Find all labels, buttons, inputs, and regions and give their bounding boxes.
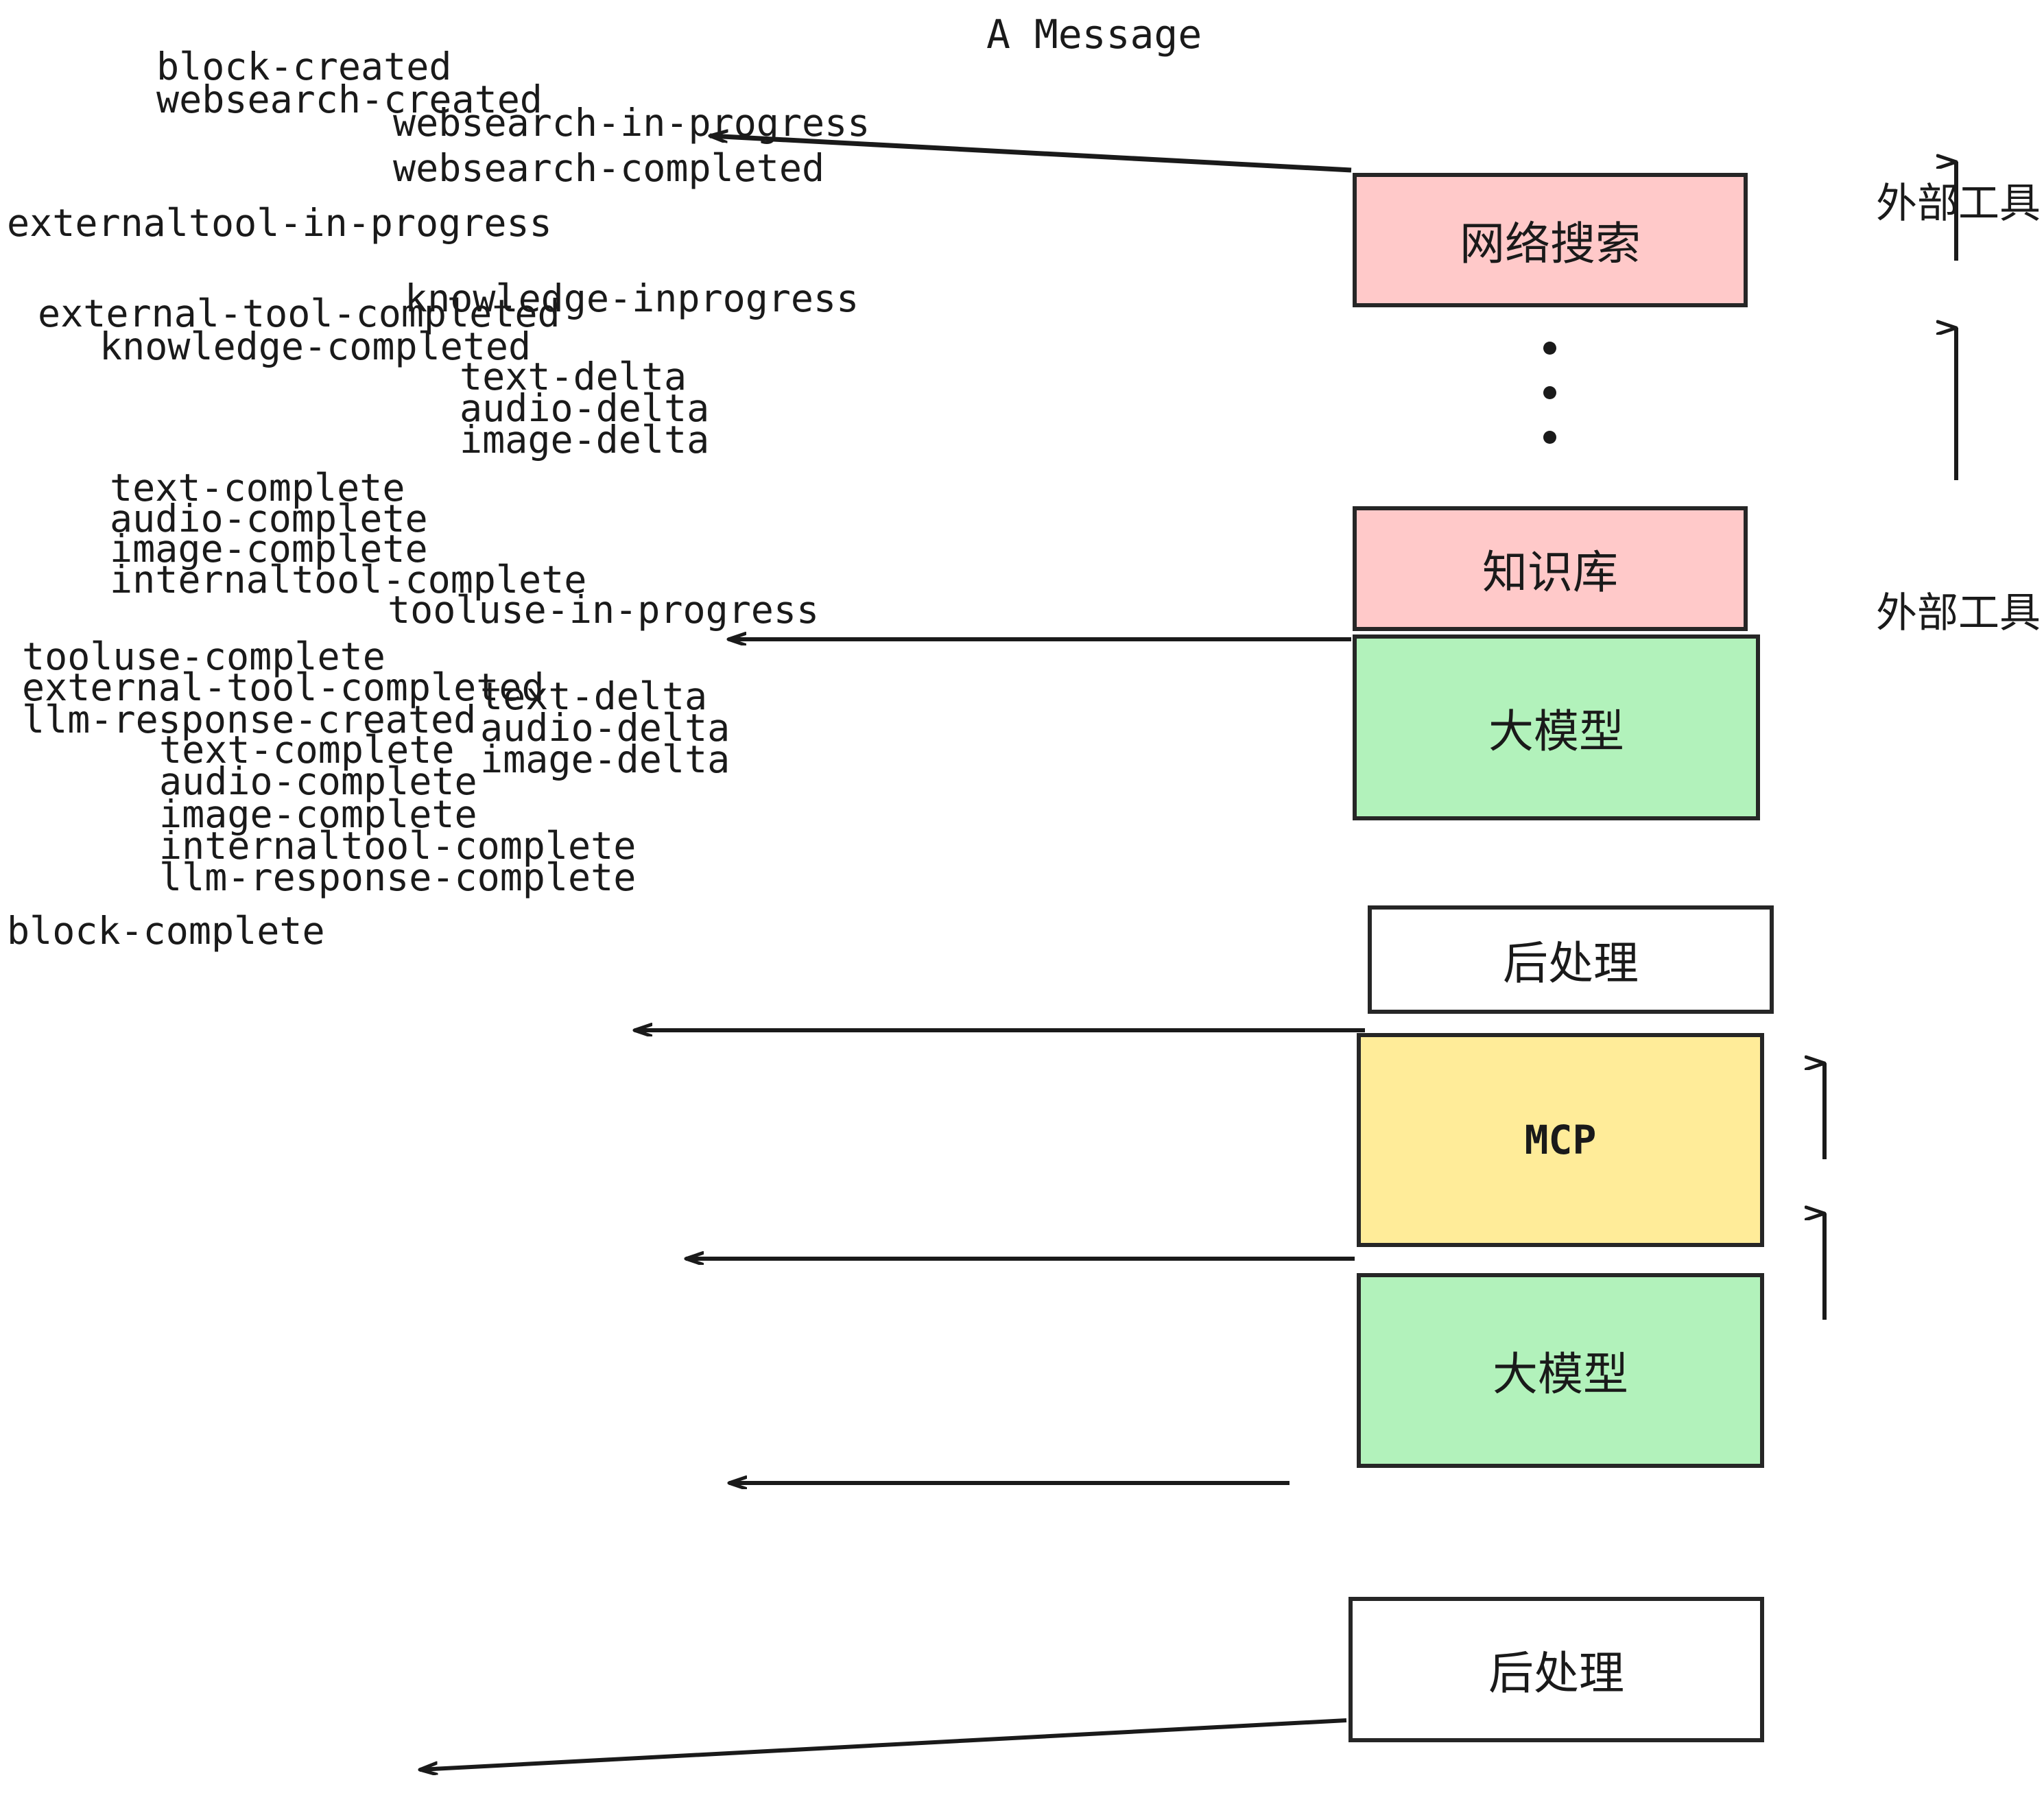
page-title: A Message (986, 11, 1202, 58)
event-label-audio-complete-1: audio-complete (110, 497, 428, 541)
group-label-external-tools-top: 外部工具 (1876, 180, 2041, 228)
event-label-internaltool-complete-1: internaltool-complete (110, 558, 587, 602)
event-label-audio-complete-2: audio-complete (159, 759, 477, 803)
event-label-websearch-in-progress: websearch-in-progress (393, 101, 870, 145)
node-postprocess-second[interactable]: 后处理 (1348, 1597, 1764, 1742)
event-label-audio-delta-1: audio-delta (460, 386, 710, 430)
event-label-text-delta-1: text-delta (460, 355, 687, 399)
event-label-websearch-created: websearch-created (156, 78, 543, 121)
node-llm-first[interactable]: 大模型 (1353, 634, 1760, 820)
event-label-text-complete-1: text-complete (110, 466, 405, 510)
event-label-knowledge-inprogress: knowledge-inprogress (405, 276, 859, 320)
event-label-externaltool-in-progress: externaltool-in-progress (7, 201, 552, 245)
group-label-external-tools-bottom: 外部工具 (1876, 589, 2041, 637)
event-label-external-tool-completed-1: external-tool-completed (38, 292, 560, 335)
vertical-ellipsis-icon (1543, 342, 1556, 475)
event-label-tooluse-complete: tooluse-complete (22, 634, 385, 678)
event-label-audio-delta-2: audio-delta (480, 706, 730, 750)
node-label: 知识库 (1482, 546, 1618, 599)
event-label-image-delta-2: image-delta (480, 737, 730, 781)
node-label: 大模型 (1488, 704, 1624, 758)
node-llm-second[interactable]: 大模型 (1357, 1273, 1764, 1468)
node-mcp[interactable]: MCP (1357, 1033, 1764, 1247)
event-label-llm-response-complete: llm-response-complete (159, 855, 637, 899)
event-label-tooluse-in-progress: tooluse-in-progress (388, 588, 820, 632)
arrow-postprocess-to-block-complete (420, 1718, 1347, 1770)
node-websearch[interactable]: 网络搜索 (1353, 173, 1748, 307)
node-label: 网络搜索 (1460, 217, 1641, 270)
event-label-block-created: block-created (156, 45, 452, 88)
node-postprocess-first[interactable]: 后处理 (1368, 905, 1774, 1014)
event-label-image-delta-1: image-delta (460, 418, 710, 462)
node-label: MCP (1524, 1117, 1597, 1163)
event-label-text-complete-2: text-complete (159, 728, 455, 772)
event-label-text-delta-2: text-delta (480, 674, 708, 718)
event-label-websearch-completed: websearch-completed (393, 146, 825, 190)
node-knowledge-base[interactable]: 知识库 (1353, 506, 1748, 631)
node-label: 大模型 (1493, 1348, 1628, 1401)
event-label-knowledge-completed: knowledge-completed (99, 324, 532, 368)
event-label-image-complete-2: image-complete (159, 792, 477, 836)
node-label: 后处理 (1503, 937, 1639, 990)
event-label-internaltool-complete-2: internaltool-complete (159, 824, 637, 868)
event-label-image-complete-1: image-complete (110, 527, 428, 571)
event-label-external-tool-completed-2: external-tool-completed (22, 665, 545, 709)
event-label-block-complete: block-complete (7, 909, 325, 953)
event-label-llm-response-created: llm-response-created (22, 698, 477, 741)
node-label: 后处理 (1488, 1647, 1624, 1700)
